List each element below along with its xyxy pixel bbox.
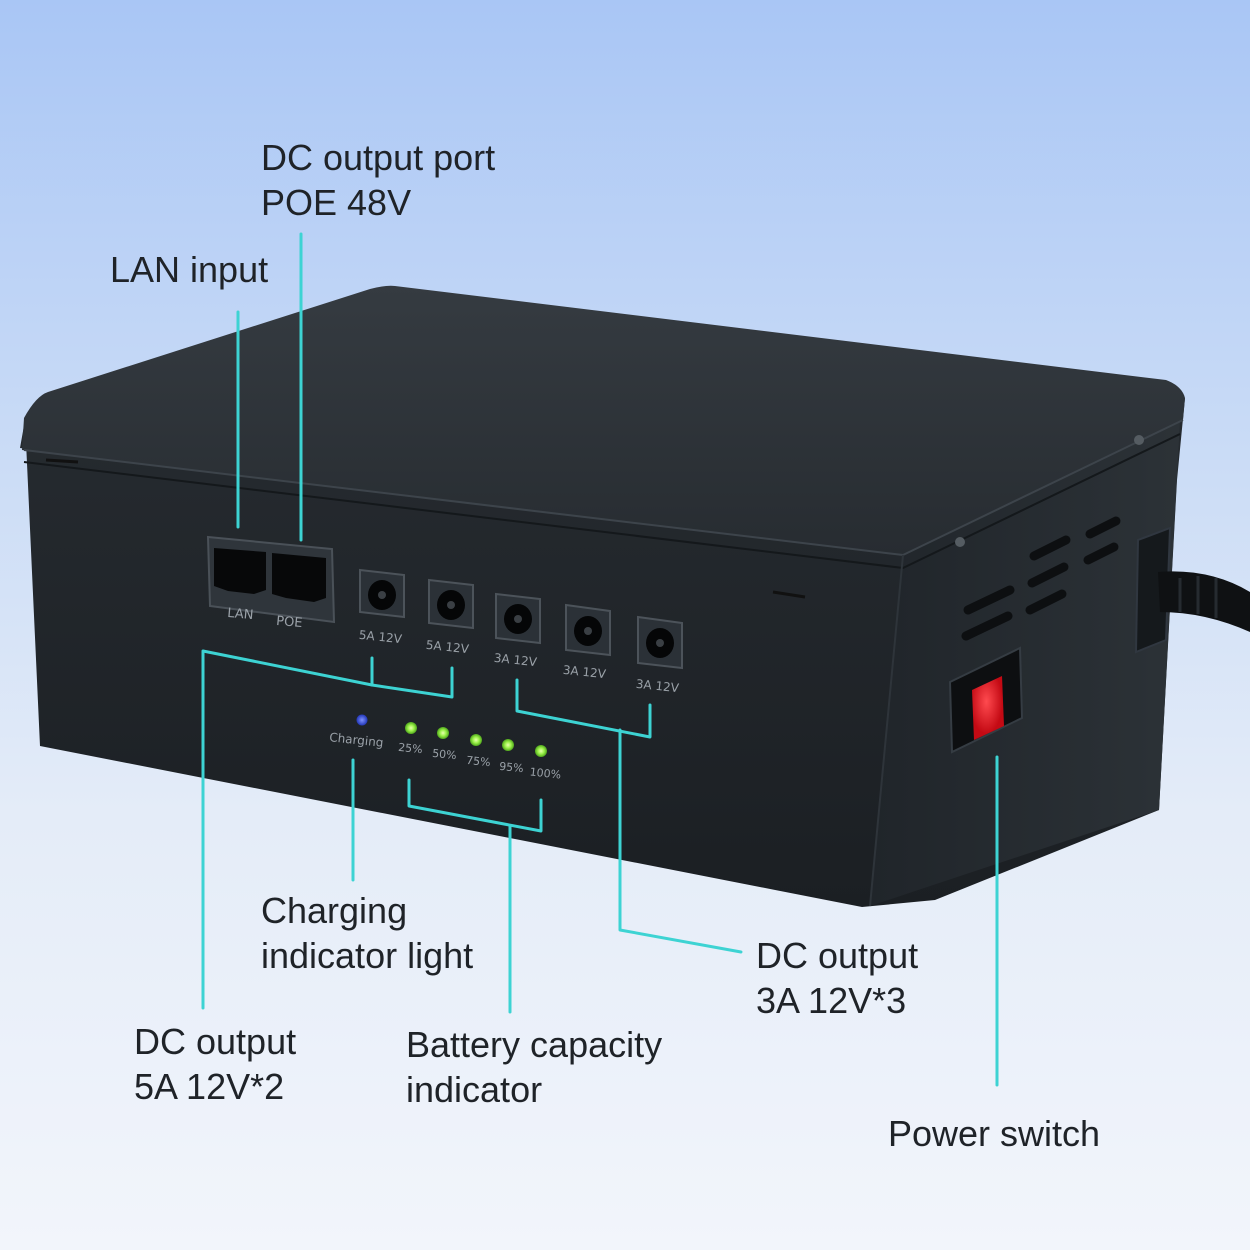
dc-port-4[interactable]: 3A 12V	[562, 603, 611, 682]
power-cord	[1134, 526, 1250, 654]
callout-line-dc-3a	[515, 678, 652, 739]
lan-port[interactable]	[214, 548, 266, 594]
battery-led-25: 25%	[398, 722, 424, 756]
callout-charging-indicator-line2: indicator light	[261, 935, 474, 976]
dc-port-5-label: 3A 12V	[635, 677, 680, 696]
callout-lines	[201, 232, 999, 1087]
callout-power-switch-line1: Power switch	[888, 1113, 1101, 1154]
callout-line-battery	[407, 778, 543, 833]
battery-level-label: 95%	[499, 760, 525, 775]
power-switch[interactable]	[948, 646, 1024, 754]
charging-label: Charging	[329, 730, 384, 750]
callout-charging-indicator-line1: Charging	[261, 890, 408, 931]
charging-led: Charging	[329, 714, 384, 750]
battery-level-label: 100%	[529, 765, 562, 781]
lan-label: LAN	[227, 606, 254, 623]
callout-dc-output-5a: DC output 5A 12V*2	[134, 1019, 296, 1109]
dc-port-2[interactable]: 5A 12V	[425, 578, 474, 657]
battery-level-label: 25%	[398, 741, 424, 756]
callout-dc-output-port: DC output port POE 48V	[261, 135, 495, 225]
dc-port-3-label: 3A 12V	[493, 651, 538, 670]
callout-dc-output-3a: DC output 3A 12V*3	[756, 933, 918, 1023]
callout-dc-output-3a-line1: DC output	[756, 935, 919, 976]
callout-battery-capacity-line1: Battery capacity	[406, 1024, 663, 1065]
callout-dc-output-5a-line2: 5A 12V*2	[134, 1066, 285, 1107]
callout-dc-output-3a-line2: 3A 12V*3	[756, 980, 907, 1021]
dc-port-4-label: 3A 12V	[562, 663, 607, 682]
callout-lan-input-line1: LAN input	[110, 249, 269, 290]
dc-port-3[interactable]: 3A 12V	[493, 592, 541, 670]
device-body	[20, 285, 1185, 907]
battery-led-75: 75%	[466, 734, 492, 769]
battery-level-label: 75%	[466, 754, 492, 769]
callout-dc-output-port-line2: POE 48V	[261, 182, 412, 223]
battery-led-50: 50%	[432, 727, 458, 762]
rj45-port-block: LAN POE	[206, 535, 336, 631]
callout-dc-output-5a-line1: DC output	[134, 1021, 297, 1062]
battery-level-label: 50%	[432, 747, 458, 762]
poe-label: POE	[276, 614, 304, 631]
callout-battery-capacity-line2: indicator	[406, 1069, 543, 1110]
callout-dc-output-port-line1: DC output port	[261, 137, 496, 178]
dc-port-5[interactable]: 3A 12V	[635, 615, 683, 696]
callout-charging-indicator: Charging indicator light	[261, 888, 473, 978]
battery-led-100: 100%	[529, 745, 562, 782]
dc-port-1[interactable]: 5A 12V	[358, 568, 405, 647]
callout-battery-capacity: Battery capacity indicator	[406, 1022, 662, 1112]
dc-port-1-label: 5A 12V	[358, 628, 403, 647]
poe-port[interactable]	[272, 553, 326, 602]
callout-power-switch: Power switch	[888, 1111, 1100, 1156]
battery-led-95: 95%	[499, 739, 525, 775]
dc-port-2-label: 5A 12V	[425, 638, 470, 657]
callout-lan-input: LAN input	[110, 247, 268, 292]
side-vents	[961, 516, 1121, 641]
callout-line-dc-3a-stem	[618, 728, 743, 954]
